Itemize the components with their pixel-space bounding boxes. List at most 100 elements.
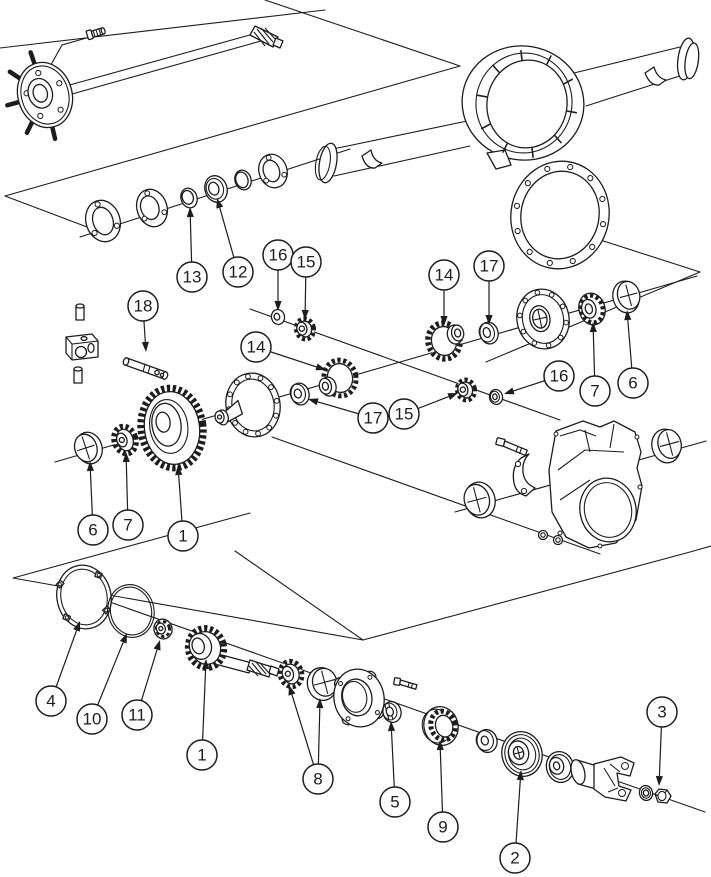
callout-10[interactable]: 10 [76, 633, 127, 735]
callout-balloon[interactable] [240, 331, 272, 363]
callout-1[interactable]: 1 [167, 465, 199, 552]
callout-16[interactable]: 16 [504, 360, 575, 395]
callout-3[interactable]: 3 [646, 696, 678, 786]
callout-14[interactable]: 14 [428, 259, 460, 326]
callout-balloon[interactable] [427, 811, 459, 843]
callout-16[interactable]: 16 [262, 239, 294, 311]
side-bearing-race-right [612, 280, 641, 314]
callout-17[interactable]: 17 [473, 250, 505, 325]
callout-number: 7 [590, 382, 599, 401]
bolt-hole [599, 195, 606, 203]
callout-balloon[interactable] [379, 786, 411, 818]
callout-arrowhead [73, 621, 80, 632]
bolt-hole [520, 328, 527, 335]
callout-15[interactable]: 15 [290, 246, 322, 320]
bolt-hole [57, 106, 64, 113]
pinion-spline [246, 659, 280, 678]
bolt-hole [257, 375, 264, 382]
bolt-hole [265, 154, 272, 161]
callout-number: 16 [550, 367, 569, 386]
pinion-thrust-washer-upper [270, 308, 286, 326]
callout-balloon[interactable] [499, 842, 531, 874]
retainer-bolt [393, 677, 418, 690]
bolt-hole [557, 334, 564, 341]
side-bearing-flange [516, 288, 570, 350]
callout-arrowhead [516, 770, 524, 781]
callout-6[interactable]: 6 [617, 310, 649, 399]
callout-balloon[interactable] [35, 685, 67, 717]
bolt-hole [233, 379, 240, 386]
wheel-stud [46, 27, 106, 73]
bolt-hole [534, 289, 541, 296]
callout-balloon[interactable] [302, 763, 334, 795]
callout-17[interactable]: 17 [308, 398, 389, 434]
bolt-hole [227, 391, 233, 398]
callout-1[interactable]: 1 [186, 659, 218, 771]
callout-balloon[interactable] [76, 703, 108, 735]
callout-balloon[interactable] [357, 402, 389, 434]
carrier-bearing-race-left [73, 431, 103, 465]
callout-11[interactable]: 11 [121, 640, 161, 731]
callout-balloon[interactable] [473, 250, 505, 282]
callout-9[interactable]: 9 [427, 740, 459, 843]
yoke-washer [638, 784, 654, 802]
callout-number: 7 [123, 516, 132, 535]
pinion-gear-right [425, 320, 465, 362]
callout-8[interactable]: 8 [288, 685, 334, 795]
axle-shaft [65, 25, 284, 95]
callout-2[interactable]: 2 [499, 770, 531, 874]
callout-balloon[interactable] [290, 246, 322, 278]
callout-number: 8 [313, 770, 322, 789]
callout-18[interactable]: 18 [127, 290, 159, 352]
callout-balloon[interactable] [543, 360, 575, 392]
callout-number: 6 [88, 521, 97, 540]
callout-balloon[interactable] [176, 261, 208, 293]
bolt-hole [599, 221, 607, 228]
callout-14[interactable]: 14 [240, 331, 326, 371]
bolt-hole [91, 229, 98, 237]
bolt-hole [281, 171, 288, 178]
stud [50, 124, 58, 142]
callout-balloon[interactable] [388, 398, 420, 430]
callout-balloon[interactable] [121, 699, 153, 731]
callout-4[interactable]: 4 [35, 621, 80, 717]
callout-balloon[interactable] [112, 509, 144, 541]
callout-balloon[interactable] [428, 259, 460, 291]
callout-balloon[interactable] [579, 375, 611, 407]
callout-balloon[interactable] [186, 739, 218, 771]
callout-7[interactable]: 7 [579, 322, 611, 407]
bolt-hole [531, 340, 538, 346]
stud [531, 147, 534, 159]
bolt-hole [37, 112, 44, 119]
carrier-housing [548, 420, 643, 549]
callout-6[interactable]: 6 [77, 461, 109, 546]
callout-7[interactable]: 7 [112, 452, 144, 541]
lock-pin-upper [75, 303, 85, 321]
side-bearing-right [578, 292, 606, 326]
callout-balloon[interactable] [222, 256, 254, 288]
callout-12[interactable]: 12 [216, 198, 254, 288]
stud [481, 123, 491, 130]
bearing-retainer-flange [333, 668, 385, 728]
pinion-front-bearing [277, 658, 305, 690]
callout-arrowhead [589, 322, 597, 333]
stud [7, 69, 23, 81]
bolt-hole [263, 177, 270, 184]
callout-arrowhead [485, 315, 493, 325]
callout-5[interactable]: 5 [379, 721, 411, 818]
callout-13[interactable]: 13 [176, 207, 208, 293]
stud [554, 135, 562, 144]
callout-balloon[interactable] [646, 696, 678, 728]
callout-balloon[interactable] [167, 520, 199, 552]
retainer-plate-3 [258, 153, 288, 189]
callout-15[interactable]: 15 [388, 393, 458, 430]
pilot-bearing [153, 618, 173, 640]
oil-slinger [545, 750, 575, 784]
bolt-hole [94, 201, 101, 208]
bolt-hole [589, 243, 596, 250]
callout-balloon[interactable] [77, 514, 109, 546]
callout-balloon[interactable] [127, 290, 159, 322]
callout-balloon[interactable] [617, 367, 649, 399]
bolt-hole [273, 397, 280, 404]
